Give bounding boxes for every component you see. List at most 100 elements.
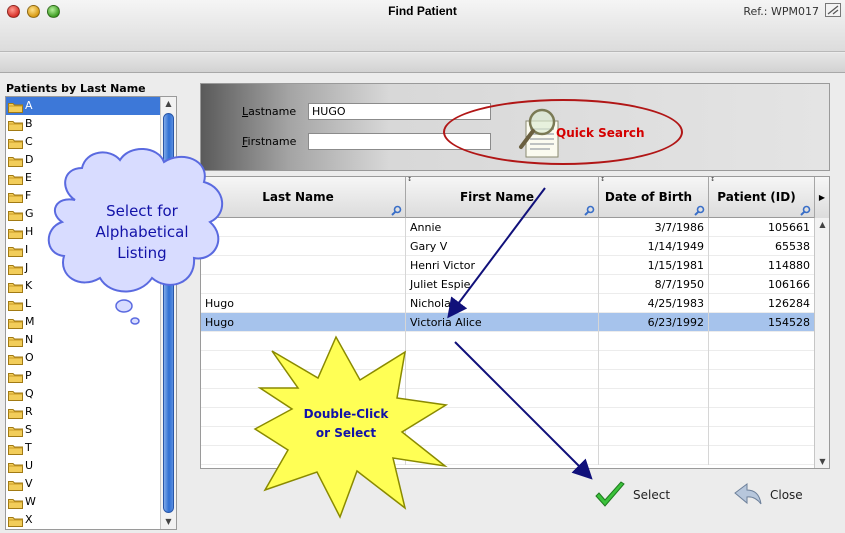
letter-item[interactable]: K <box>6 277 161 295</box>
letter-item[interactable]: T <box>6 439 161 457</box>
letter-item[interactable]: I <box>6 241 161 259</box>
firstname-label: Firstname <box>242 135 297 148</box>
letter-item[interactable]: V <box>6 475 161 493</box>
firstname-input[interactable] <box>308 133 491 150</box>
table-cell-dob: 8/7/1950 <box>599 275 709 294</box>
letter-item[interactable]: X <box>6 511 161 529</box>
folder-icon <box>8 299 23 311</box>
letter-item-label: F <box>25 189 32 202</box>
close-button[interactable]: Close <box>733 480 803 510</box>
table-scrollbar[interactable]: ▲ ▼ <box>814 218 829 468</box>
table-cell-dob: 1/14/1949 <box>599 237 709 256</box>
table-cell-last <box>201 218 406 237</box>
column-resize-grip[interactable]: ↕ <box>407 176 413 183</box>
column-header-dob[interactable]: Date of Birth↕ <box>599 177 709 218</box>
scroll-up-icon[interactable]: ▲ <box>819 220 826 229</box>
folder-icon <box>8 245 23 257</box>
folder-icon <box>8 173 23 185</box>
table-cell-first <box>406 370 599 389</box>
table-cell-dob <box>599 370 709 389</box>
letter-item[interactable]: F <box>6 187 161 205</box>
table-cell-first <box>406 446 599 465</box>
column-search-icon[interactable] <box>694 192 705 216</box>
table-cell-dob <box>599 389 709 408</box>
window-title: Find Patient <box>388 4 457 18</box>
select-button[interactable]: Select <box>594 480 670 510</box>
column-header-id[interactable]: Patient (ID)↕ <box>709 177 815 218</box>
letter-item[interactable]: S <box>6 421 161 439</box>
column-menu-icon[interactable]: ▶ <box>814 177 829 218</box>
letter-item[interactable]: O <box>6 349 161 367</box>
letter-item[interactable]: H <box>6 223 161 241</box>
letter-item[interactable]: W <box>6 493 161 511</box>
letter-item[interactable]: E <box>6 169 161 187</box>
folder-icon <box>8 389 23 401</box>
column-header-last[interactable]: Last Name <box>201 177 406 218</box>
window-titlebar: Find Patient Ref.: WPM017 <box>0 0 845 52</box>
column-resize-grip[interactable]: ↕ <box>600 176 606 183</box>
checkmark-icon <box>595 481 625 507</box>
letter-item[interactable]: A <box>6 97 161 115</box>
table-row <box>201 446 815 465</box>
table-cell-dob <box>599 332 709 351</box>
letter-item-label: W <box>25 495 36 508</box>
letter-item-label: O <box>25 351 34 364</box>
column-header-first[interactable]: First Name ↕ <box>406 177 599 218</box>
letter-item-label: U <box>25 459 34 472</box>
letter-item[interactable]: C <box>6 133 161 151</box>
folder-icon <box>8 479 23 491</box>
close-window-button[interactable] <box>7 5 20 18</box>
letter-item[interactable]: B <box>6 115 161 133</box>
table-row <box>201 332 815 351</box>
letter-list-scroll-thumb[interactable] <box>163 113 174 513</box>
scroll-down-icon[interactable]: ▼ <box>165 517 172 526</box>
column-resize-grip[interactable]: ↕ <box>710 176 716 183</box>
letter-item[interactable]: N <box>6 331 161 349</box>
letter-list-scrollbar[interactable]: ▲ ▼ <box>160 97 176 529</box>
table-cell-id <box>709 408 815 427</box>
letter-item[interactable]: D <box>6 151 161 169</box>
quick-search-button[interactable]: Quick Search <box>556 126 645 140</box>
table-cell-last <box>201 370 406 389</box>
scroll-up-icon[interactable]: ▲ <box>165 99 172 108</box>
table-cell-id: 65538 <box>709 237 815 256</box>
minimize-window-button[interactable] <box>27 5 40 18</box>
letter-item-label: N <box>25 333 34 346</box>
scroll-down-icon[interactable]: ▼ <box>819 457 826 466</box>
column-header-label: First Name <box>459 190 535 204</box>
table-cell-dob: 4/25/1983 <box>599 294 709 313</box>
letter-item[interactable]: R <box>6 403 161 421</box>
column-search-icon[interactable] <box>584 192 595 216</box>
letter-item[interactable]: Q <box>6 385 161 403</box>
folder-icon <box>8 461 23 473</box>
folder-icon <box>8 353 23 365</box>
folder-icon <box>8 515 23 527</box>
letter-item[interactable]: U <box>6 457 161 475</box>
folder-icon <box>8 317 23 329</box>
letter-item[interactable]: J <box>6 259 161 277</box>
column-search-icon[interactable] <box>391 192 402 216</box>
letter-item-label: X <box>25 513 33 526</box>
resize-icon[interactable] <box>825 3 841 17</box>
letter-item-label: T <box>25 441 32 454</box>
magnifier-document-icon[interactable] <box>516 107 562 159</box>
lastname-input[interactable] <box>308 103 491 120</box>
letter-item[interactable]: L <box>6 295 161 313</box>
folder-icon <box>8 281 23 293</box>
letter-item[interactable]: P <box>6 367 161 385</box>
zoom-window-button[interactable] <box>47 5 60 18</box>
column-search-icon[interactable] <box>800 192 811 216</box>
letter-list-title: Patients by Last Name <box>6 82 146 95</box>
letter-item[interactable]: M <box>6 313 161 331</box>
letter-item-label: Q <box>25 387 34 400</box>
letter-item-label: S <box>25 423 32 436</box>
letter-item[interactable]: G <box>6 205 161 223</box>
